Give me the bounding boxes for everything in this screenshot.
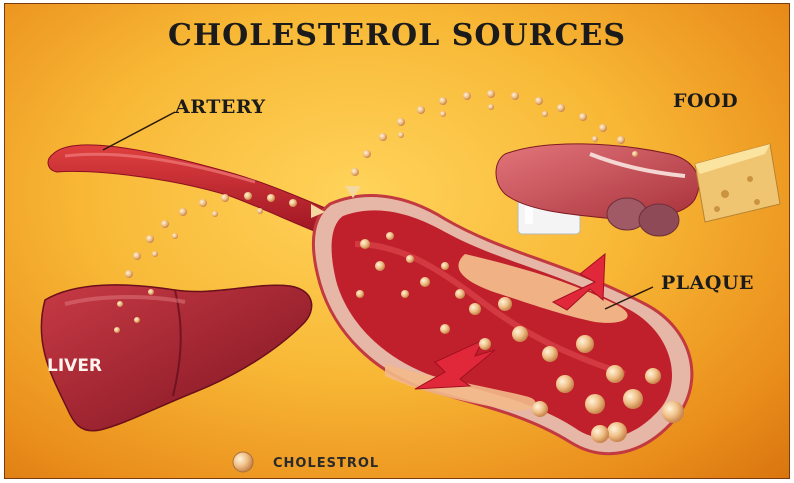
diagram-frame: CHOLESTEROL SOURCES ARTERY FOOD PLAQUE L… [4,3,790,479]
diagram-title: CHOLESTEROL SOURCES [5,18,789,53]
cheese-icon [695,144,780,222]
artery-label: ARTERY [175,96,266,118]
liver-label: LIVER [47,356,102,376]
legend-cholesterol-marker [233,452,253,472]
plaque-label: PLAQUE [661,272,754,294]
artery-leader-line [103,112,175,150]
food-label: FOOD [673,90,738,112]
legend-label: CHOLESTROL [273,456,379,471]
artery-tube [48,145,335,236]
diagram-canvas [5,4,789,478]
